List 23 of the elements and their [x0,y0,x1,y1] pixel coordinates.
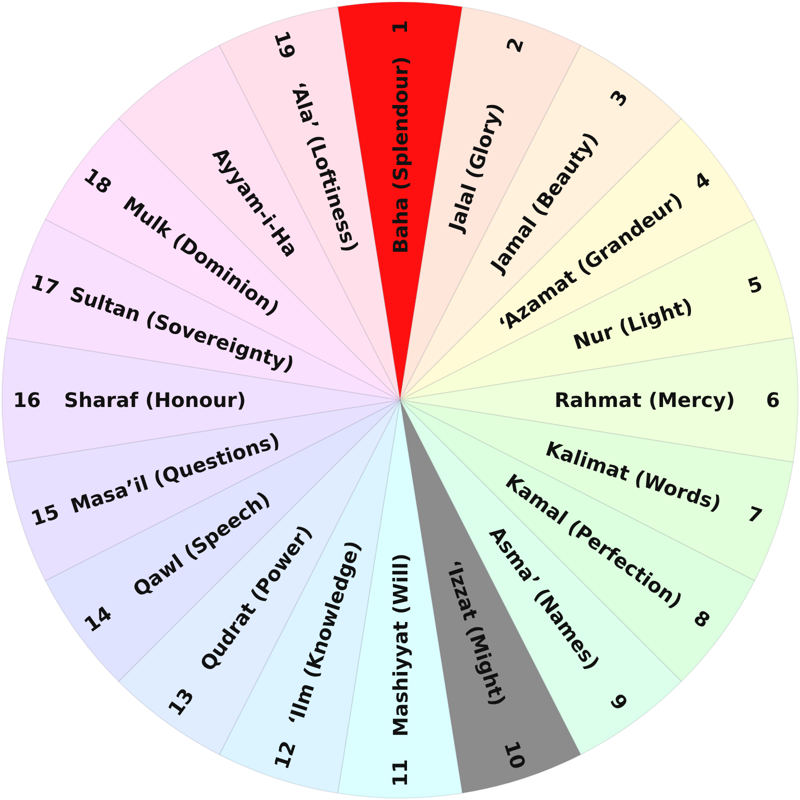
segment-number: 1 [388,20,412,34]
segment-number: 18 [80,162,116,199]
segment-number: 17 [28,269,62,300]
segment-number: 6 [766,388,780,412]
segment-number: 12 [268,738,300,772]
segment-number: 8 [689,605,714,634]
segment-number: 3 [605,86,633,111]
segment-number: 4 [689,166,714,195]
segment-number: 2 [502,34,529,56]
segment-label: Sharaf (Honour) [64,388,246,412]
segment-number: 16 [13,388,41,412]
segment-number: 14 [80,601,116,638]
segment-label: Rahmat (Mercy) [554,388,735,412]
segment-number: 19 [268,28,300,62]
segment-number: 10 [499,738,531,772]
segment-label: Baha (Splendour) [388,56,412,254]
segment-number: 15 [28,500,62,531]
segment-number: 13 [162,683,199,720]
segment-number: 9 [605,689,633,714]
segment-number: 7 [744,502,766,529]
segment-number: 5 [744,271,766,298]
segment-label: Mashiyyat (Will) [388,553,412,737]
segment-number: 11 [388,759,412,787]
